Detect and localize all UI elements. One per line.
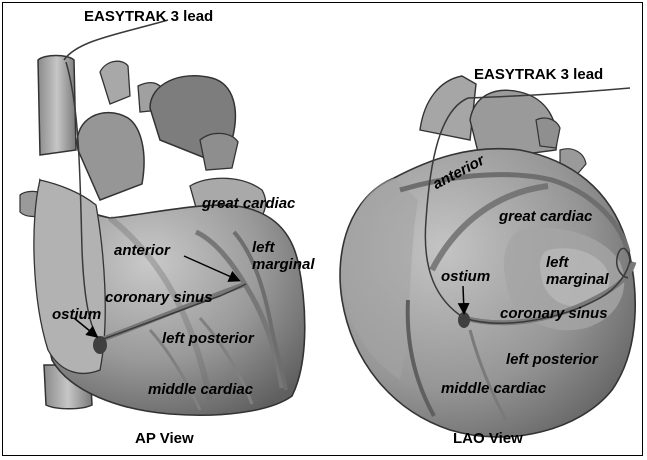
lao-left-posterior-label: left posterior: [506, 351, 598, 368]
lao-ostium-label: ostium: [441, 268, 490, 285]
lao-left-marginal-label: left marginal: [546, 254, 609, 288]
ap-great-cardiac-label: great cardiac: [202, 195, 295, 212]
ap-caption: AP View: [135, 430, 194, 447]
ap-left-posterior-label: left posterior: [162, 330, 254, 347]
ap-middle-cardiac-label: middle cardiac: [148, 381, 253, 398]
ap-heart: [20, 20, 305, 415]
ap-left-marginal-label: left marginal: [252, 239, 315, 273]
ap-coronary-sinus-label: coronary sinus: [105, 289, 213, 306]
lao-great-cardiac-label: great cardiac: [499, 208, 592, 225]
ap-lead-label: EASYTRAK 3 lead: [84, 8, 213, 25]
lao-middle-cardiac-label: middle cardiac: [441, 380, 546, 397]
ap-anterior-label: anterior: [114, 242, 170, 259]
lao-caption: LAO View: [453, 430, 523, 447]
lao-coronary-sinus-label: coronary sinus: [500, 305, 608, 322]
lao-lead-label: EASYTRAK 3 lead: [474, 66, 603, 83]
ap-ostium-label: ostium: [52, 306, 101, 323]
